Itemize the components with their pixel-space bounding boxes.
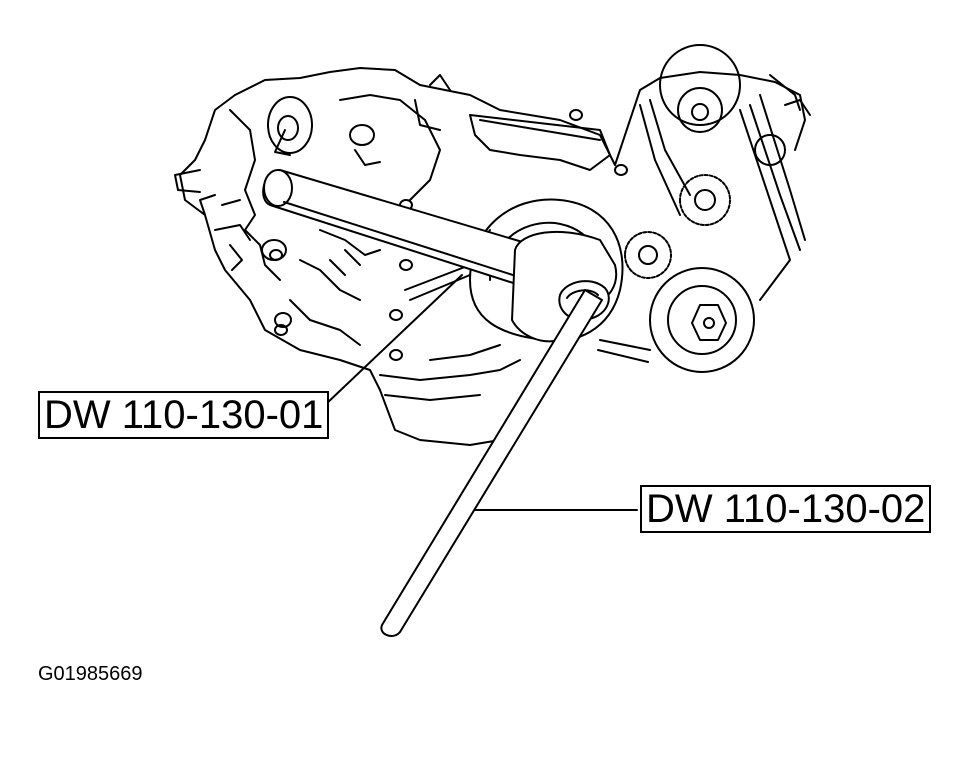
leader-lines: [324, 274, 638, 511]
figure-id: G01985669: [38, 663, 143, 685]
callout-dw-110-130-02: DW 110-130-02: [640, 485, 932, 533]
tool-dw-110-130-02: [380, 289, 603, 637]
callout-dw-110-130-01: DW 110-130-01: [38, 391, 330, 439]
belt-drive: [597, 44, 811, 373]
